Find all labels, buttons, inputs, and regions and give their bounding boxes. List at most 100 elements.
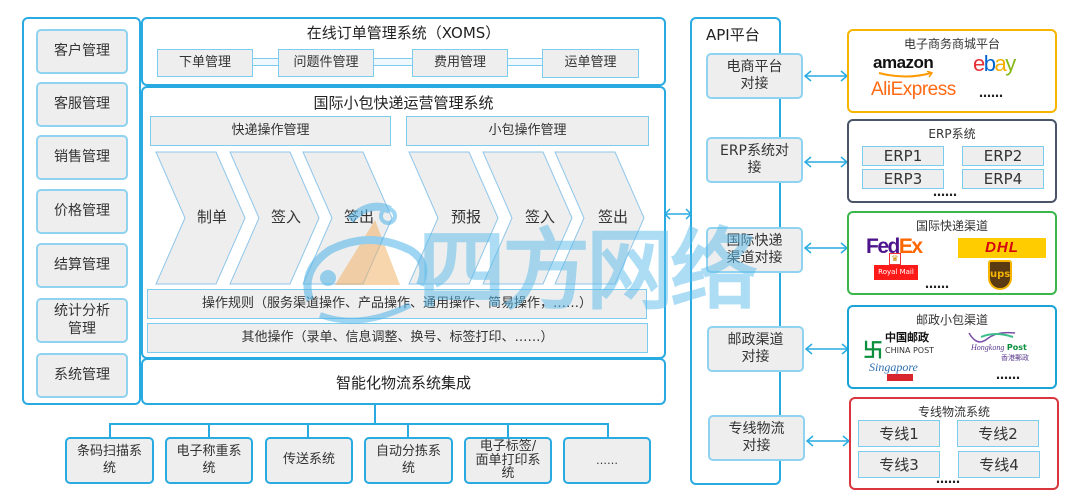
module-label: 结算管理 <box>54 256 110 273</box>
api-ecommerce-integration[interactable]: 电商平台 对接 <box>706 53 803 99</box>
module-customer-management[interactable]: 客户管理 <box>36 29 128 74</box>
intl-express-channels-box[interactable]: 国际快递渠道 FedEx DHL Royal Mail ♛ …… ups <box>847 211 1057 295</box>
china-post-icon: 卐 <box>863 338 883 362</box>
subsystem-label: 电子标签/ 面单打印系 统 <box>475 439 541 482</box>
subsystem-auto-sorting[interactable]: 自动分拣系 统 <box>364 437 453 484</box>
module-system-management[interactable]: 系统管理 <box>36 353 128 398</box>
tree-connector <box>507 423 509 438</box>
step-parcel-check-out[interactable]: 签出 <box>598 208 629 226</box>
aliexpress-logo: AliExpress <box>871 79 956 100</box>
header-label: 快递操作管理 <box>231 122 310 138</box>
ups-logo: ups <box>988 260 1012 290</box>
erp-systems-box[interactable]: ERP系统 ERP1 ERP2 ERP3 ERP4 …… <box>847 119 1057 203</box>
api-platform-title: API平台 <box>706 26 760 44</box>
tree-connector <box>208 423 210 438</box>
xoms-module-problem-parcel[interactable]: 问题件管理 <box>278 49 374 77</box>
dedicated-lines-title: 专线物流系统 <box>917 405 990 419</box>
singapore-post-logo: Singapore <box>869 360 918 374</box>
bidirectional-arrow-icon <box>803 242 849 254</box>
bidirectional-arrow-icon <box>804 343 850 355</box>
subsystem-label: 传送系统 <box>282 452 335 468</box>
tree-connector <box>109 423 608 425</box>
module-settlement-management[interactable]: 结算管理 <box>36 243 128 288</box>
parcel-ops-header[interactable]: 小包操作管理 <box>406 116 649 146</box>
api-item-label: 邮政渠道 对接 <box>727 331 784 366</box>
module-label: 运单管理 <box>564 55 617 71</box>
dedicated-line-1[interactable]: 专线1 <box>858 420 940 447</box>
module-sales-management[interactable]: 销售管理 <box>36 135 128 180</box>
module-price-management[interactable]: 价格管理 <box>36 189 128 234</box>
royal-mail-logo: Royal Mail <box>874 265 918 280</box>
module-label: 统计分析 管理 <box>54 303 110 337</box>
ecommerce-title: 电子商务商城平台 <box>903 37 1000 51</box>
dedicated-line-3[interactable]: 专线3 <box>858 451 940 478</box>
erp-title: ERP系统 <box>928 127 976 141</box>
ecommerce-platforms-box[interactable]: 电子商务商城平台 amazon ebay AliExpress …… <box>847 29 1057 113</box>
tree-connector <box>607 423 609 438</box>
tree-connector <box>407 423 409 438</box>
operation-rules[interactable]: 操作规则（服务渠道操作、产品操作、通用操作、简易操作，……） <box>147 289 647 319</box>
api-dedicated-line-integration[interactable]: 专线物流 对接 <box>708 415 805 461</box>
erp-item-2[interactable]: ERP2 <box>962 146 1044 166</box>
subsystem-label-printing[interactable]: 电子标签/ 面单打印系 统 <box>464 437 552 484</box>
api-erp-integration[interactable]: ERP系统对 接 <box>706 137 803 183</box>
module-label: 系统管理 <box>54 366 110 383</box>
postal-channels-title: 邮政小包渠道 <box>915 313 988 327</box>
more-ellipsis: …… <box>979 86 1003 100</box>
bidirectional-arrow-icon <box>803 156 849 168</box>
module-statistics-management[interactable]: 统计分析 管理 <box>36 298 128 343</box>
watermark-logo-icon <box>303 202 428 324</box>
xoms-connector <box>252 58 280 66</box>
intl-ops-title: 国际小包快递运营管理系统 <box>313 94 494 112</box>
other-ops-label: 其他操作（录单、信息调整、换号、标签打印、……） <box>241 329 554 345</box>
erp-item-4[interactable]: ERP4 <box>962 169 1044 189</box>
api-item-label: 电商平台 对接 <box>726 58 783 93</box>
subsystem-label: 条码扫描系 统 <box>76 444 142 476</box>
module-label: 问题件管理 <box>293 54 359 70</box>
subsystem-electronic-weighing[interactable]: 电子称重系 统 <box>165 437 253 484</box>
subsystem-conveyor[interactable]: 传送系统 <box>265 437 353 484</box>
erp-item-3[interactable]: ERP3 <box>862 169 944 189</box>
ebay-logo: ebay <box>973 51 1016 76</box>
royal-mail-crown-icon: ♛ <box>889 253 901 265</box>
module-label: 价格管理 <box>54 202 110 219</box>
module-customer-service[interactable]: 客服管理 <box>36 82 128 127</box>
tree-connector <box>307 423 309 438</box>
bidirectional-arrow-icon <box>663 208 693 220</box>
process-chevrons <box>155 151 645 285</box>
step-pre-alert[interactable]: 预报 <box>451 208 482 226</box>
xoms-module-waybill[interactable]: 运单管理 <box>542 49 639 78</box>
api-express-channel-integration[interactable]: 国际快递 渠道对接 <box>706 227 803 273</box>
step-create-order[interactable]: 制单 <box>197 208 228 226</box>
api-item-label: ERP系统对 接 <box>719 142 789 177</box>
express-channels-title: 国际快递渠道 <box>915 219 988 233</box>
module-label: 销售管理 <box>54 148 110 165</box>
step-express-check-in[interactable]: 签入 <box>271 208 302 226</box>
bidirectional-arrow-icon <box>805 435 851 447</box>
xoms-module-order[interactable]: 下单管理 <box>157 49 253 77</box>
amazon-logo: amazon <box>873 53 934 72</box>
more-ellipsis: …… <box>936 472 960 486</box>
express-ops-header[interactable]: 快递操作管理 <box>150 116 391 146</box>
xoms-connector <box>373 58 413 66</box>
fedex-logo: FedEx <box>866 235 923 258</box>
step-parcel-check-in[interactable]: 签入 <box>525 208 556 226</box>
subsystem-barcode-scanning[interactable]: 条码扫描系 统 <box>65 437 154 484</box>
dedicated-lines-box[interactable]: 专线物流系统 专线1 专线2 专线3 专线4 …… <box>849 397 1059 490</box>
xoms-module-fee[interactable]: 费用管理 <box>412 49 508 77</box>
api-item-label: 国际快递 渠道对接 <box>726 232 783 267</box>
erp-item-1[interactable]: ERP1 <box>862 146 944 166</box>
xoms-title: 在线订单管理系统（XOMS） <box>306 24 501 42</box>
integration-panel <box>141 358 666 405</box>
hongkong-post-swoosh-icon <box>968 331 1016 343</box>
other-operations[interactable]: 其他操作（录单、信息调整、换号、标签打印、……） <box>147 323 648 353</box>
dedicated-line-2[interactable]: 专线2 <box>957 420 1039 447</box>
subsystem-more[interactable]: …… <box>563 437 651 484</box>
module-label: 费用管理 <box>433 54 486 70</box>
singapore-post-badge <box>887 374 913 381</box>
api-postal-channel-integration[interactable]: 邮政渠道 对接 <box>707 326 804 372</box>
dedicated-line-4[interactable]: 专线4 <box>958 451 1040 478</box>
module-label: 客户管理 <box>54 42 110 59</box>
